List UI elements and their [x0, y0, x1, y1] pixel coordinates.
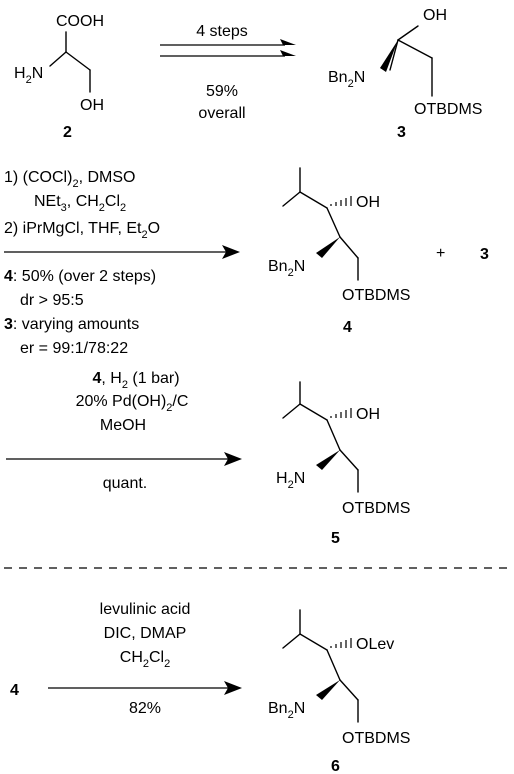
step1-conditions: 4 steps	[196, 23, 248, 40]
step3-line1: 4, H2 (1 bar)	[92, 370, 179, 391]
arrow-head	[222, 245, 240, 259]
step3-line4: quant.	[103, 475, 147, 492]
arrow-head	[280, 39, 296, 45]
compound-5-structure: OH H2N OTBDMS	[276, 381, 410, 517]
serine-cooh: COOH	[56, 13, 104, 30]
step2-line6: 3: varying amounts	[4, 316, 139, 333]
arrow-head	[224, 681, 242, 695]
step2-line3: 2) iPrMgCl, THF, Et2O	[4, 220, 160, 241]
stereo-wedge	[380, 40, 398, 72]
compound-3-structure: OH Bn2N OTBDMS	[328, 7, 482, 118]
step2-line2: NEt3, CH2Cl2	[34, 193, 126, 214]
step3-line2: 20% Pd(OH)2/C	[76, 393, 189, 414]
stereo-wedge	[316, 450, 340, 470]
step2-line5: dr > 95:5	[20, 292, 84, 309]
reaction-arrow-2	[4, 245, 240, 259]
compound-4-structure: OH Bn2N OTBDMS	[268, 167, 410, 304]
reaction-arrow-4	[48, 681, 242, 695]
step2-line1: 1) (COCl)2, DMSO	[4, 169, 135, 190]
bond	[339, 449, 359, 471]
step1-note: overall	[198, 105, 245, 122]
arrow-head	[280, 50, 296, 56]
step2-conditions: 1) (COCl)2, DMSO NEt3, CH2Cl2 2) iPrMgCl…	[4, 169, 160, 357]
arrow-head	[224, 452, 242, 466]
compound5-otbdms: OTBDMS	[342, 500, 410, 517]
bond	[326, 419, 341, 451]
compound-2-structure: COOH H2N OH	[14, 13, 104, 114]
bond	[282, 633, 301, 649]
step4-line3: CH2Cl2	[120, 649, 170, 670]
stereo-hash	[330, 196, 352, 206]
compound6-nbn2: Bn2N	[268, 700, 305, 721]
compound3-nbn2: Bn2N	[328, 69, 365, 90]
stereo-wedge	[316, 237, 340, 258]
step2-line7: er = 99:1/78:22	[20, 340, 128, 357]
step2-line4: 4: 50% (over 2 steps)	[4, 268, 156, 285]
co-product-label-3: 3	[480, 246, 489, 263]
step4-conditions: levulinic acid DIC, DMAP CH2Cl2 82%	[100, 601, 191, 717]
step3-conditions: 4, H2 (1 bar) 20% Pd(OH)2/C MeOH quant.	[76, 370, 189, 492]
stereo-wedge	[316, 680, 340, 700]
reaction-arrow-1	[160, 39, 296, 57]
compound-label-4: 4	[343, 319, 352, 336]
bond	[299, 403, 328, 421]
compound-label-2: 2	[63, 124, 72, 141]
bond	[49, 51, 67, 67]
compound-6-structure: OLev Bn2N OTBDMS	[268, 609, 410, 747]
stereo-hash	[330, 408, 352, 418]
bond	[299, 633, 328, 651]
serine-oh: OH	[80, 97, 104, 114]
compound3-otbdms: OTBDMS	[414, 101, 482, 118]
reaction-arrow-3	[6, 452, 242, 466]
stereo-hash	[330, 638, 352, 648]
compound4-nbn2: Bn2N	[268, 258, 305, 279]
bond	[339, 236, 359, 259]
bond	[65, 51, 91, 71]
plus-sign: +	[436, 245, 445, 262]
step3-line3: MeOH	[100, 417, 146, 434]
bond	[326, 649, 341, 681]
bond	[299, 191, 328, 209]
compound6-otbdms: OTBDMS	[342, 730, 410, 747]
bond	[397, 39, 433, 59]
step4-line2: DIC, DMAP	[104, 625, 187, 642]
compound5-nh2: H2N	[276, 470, 305, 491]
bond	[282, 191, 301, 207]
compound4-otbdms: OTBDMS	[342, 287, 410, 304]
compound3-oh: OH	[423, 7, 447, 24]
compound-label-3: 3	[397, 124, 406, 141]
step4-line4: 82%	[129, 700, 161, 717]
bond	[397, 25, 419, 41]
bond	[282, 403, 301, 419]
compound-label-6: 6	[331, 758, 340, 774]
compound-label-5: 5	[331, 530, 340, 547]
step4-line1: levulinic acid	[100, 601, 191, 618]
serine-nh2-label: H2N	[14, 65, 43, 86]
step4-start-compound-4: 4	[10, 682, 19, 699]
bond	[389, 39, 399, 71]
bond	[339, 679, 359, 701]
compound5-oh: OH	[356, 406, 380, 423]
compound6-olev: OLev	[356, 636, 394, 653]
bond	[326, 207, 341, 238]
step1-yield: 59%	[206, 83, 238, 100]
compound4-oh: OH	[356, 194, 380, 211]
